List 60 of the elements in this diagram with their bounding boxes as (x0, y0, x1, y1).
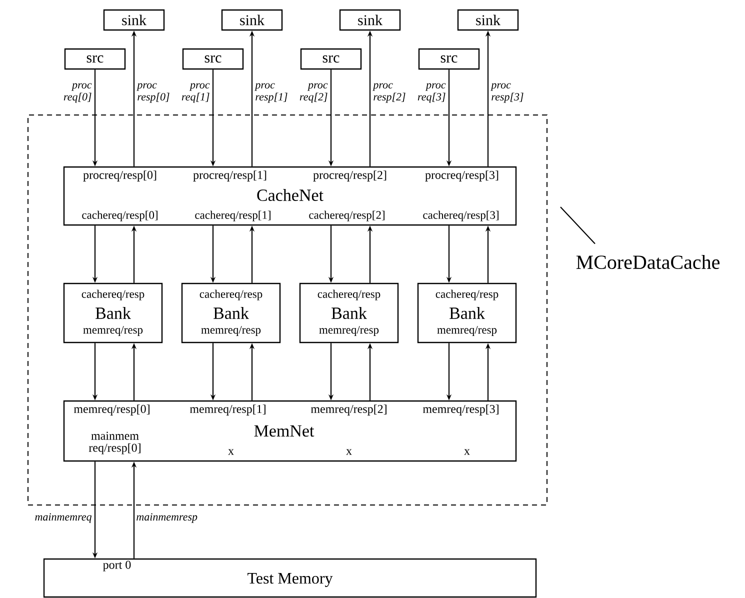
sink-box: sink (103, 9, 165, 31)
port-label: memreq/resp (83, 326, 143, 336)
port-label: cachereq/resp[3] (423, 210, 498, 222)
port-label: cachereq/resp[1] (195, 210, 270, 222)
sink-box: sink (457, 9, 519, 31)
port-label: cachereq/resp (318, 290, 380, 300)
port-label: cachereq/resp (200, 290, 262, 300)
memory-box (43, 558, 537, 598)
port-label: cachereq/resp[2] (309, 210, 384, 222)
port-label: x (228, 449, 234, 455)
source-box: src (182, 48, 244, 70)
port-label: memreq/resp (319, 326, 379, 336)
port-label: procreq/resp[0] (83, 170, 156, 182)
edge-label: mainmemreq (35, 513, 92, 523)
edge-label: proc resp[2] (372, 83, 406, 103)
port-label: cachereq/resp[0] (82, 210, 158, 222)
port-label: memreq/resp[2] (310, 404, 386, 416)
edge-label: proc req[0] (64, 83, 92, 103)
port-label: mainmem req/resp[0] (88, 432, 140, 454)
bank-box (63, 282, 163, 344)
sink-box: sink (339, 9, 401, 31)
port-label: Test Memory (248, 573, 333, 587)
port-label: cachereq/resp (82, 290, 144, 300)
port-label: Bank (332, 307, 367, 319)
port-label: MemNet (254, 425, 314, 437)
port-label: x (464, 449, 470, 455)
port-label: procreq/resp[1] (193, 170, 266, 182)
network-box (63, 400, 517, 462)
source-box: src (64, 48, 126, 70)
port-label: memreq/resp[0] (74, 404, 150, 416)
network-box (63, 166, 517, 226)
bank-box (299, 282, 399, 344)
bank-box (417, 282, 517, 344)
port-label: memreq/resp (437, 326, 497, 336)
port-label: memreq/resp[3] (422, 404, 498, 416)
port-label: Bank (96, 307, 131, 319)
edge-label: proc req[1] (182, 83, 210, 103)
edge-label: proc resp[3] (490, 83, 524, 103)
module-label: MCoreDataCache (576, 254, 720, 270)
source-box: src (418, 48, 480, 70)
sink-box: sink (221, 9, 283, 31)
source-box: src (300, 48, 362, 70)
edge-label: proc req[2] (300, 83, 328, 103)
port-label: Bank (214, 307, 249, 319)
edge-label: proc resp[0] (136, 83, 170, 103)
leader-line (560, 206, 596, 244)
port-label: memreq/resp[1] (190, 404, 266, 416)
port-label: procreq/resp[3] (425, 170, 498, 182)
edge-label: proc req[3] (418, 83, 446, 103)
port-label: x (346, 449, 352, 455)
port-label: Bank (450, 307, 485, 319)
edge-label: mainmemresp (136, 513, 198, 523)
module-boundary (28, 114, 548, 506)
port-label: port 0 (103, 560, 131, 572)
port-label: procreq/resp[2] (313, 170, 386, 182)
port-label: memreq/resp (201, 326, 261, 336)
port-label: cachereq/resp (436, 290, 498, 300)
edge-label: proc resp[1] (254, 83, 288, 103)
bank-box (181, 282, 281, 344)
port-label: CacheNet (257, 189, 324, 201)
